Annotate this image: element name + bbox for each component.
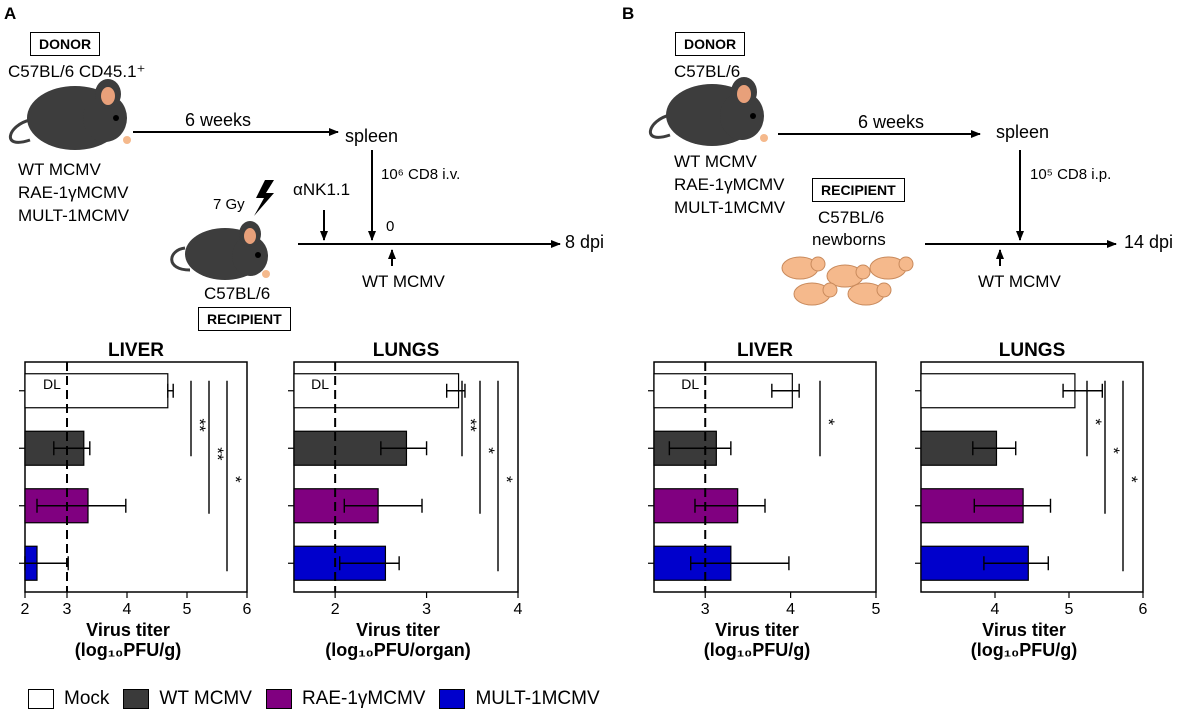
panel-b-recipient-age: newborns xyxy=(812,230,886,249)
legend-label-mult: MULT-1MCMV xyxy=(475,688,600,709)
legend-item-mult: MULT-1MCMV xyxy=(439,688,600,710)
bar xyxy=(653,373,793,409)
detection-limit-label: DL xyxy=(681,376,699,392)
panel-a-virus-2: RAE-1γMCMV xyxy=(18,183,129,202)
x-tick-label: 3 xyxy=(63,601,72,618)
panel-b-transfer: 10⁵ CD8 i.p. xyxy=(1030,166,1112,183)
x-tick-label: 4 xyxy=(786,601,795,618)
x-tick-label: 5 xyxy=(1065,601,1074,618)
panel-a-transfer: 10⁶ CD8 i.v. xyxy=(381,166,461,183)
legend-swatch-mock xyxy=(28,689,54,709)
chart-frame xyxy=(653,361,877,593)
legend-item-rae: RAE-1γMCMV xyxy=(265,688,426,710)
panel-b-weeks: 6 weeks xyxy=(858,112,925,132)
panel-b-endpoint: 14 dpi xyxy=(1124,232,1174,252)
panel-a-letter: A xyxy=(4,4,17,23)
x-axis-label-line2: (log₁₀PFU/g) xyxy=(75,640,182,660)
x-axis-label-line1: Virus titer xyxy=(982,620,1066,640)
legend-label-rae: RAE-1γMCMV xyxy=(301,688,426,709)
legend-item-wt: WT MCMV xyxy=(123,688,252,710)
panel-a-irradiation: 7 Gy xyxy=(213,196,245,213)
bar xyxy=(920,373,1076,409)
legend: Mock WT MCMV RAE-1γMCMV MULT-1MCMV xyxy=(28,688,614,710)
chart-frame xyxy=(24,361,248,593)
panel-a-spleen: spleen xyxy=(345,126,399,146)
panel-a-recipient-strain: C57BL/6 xyxy=(204,284,271,303)
x-axis-label-line2: (log₁₀PFU/g) xyxy=(704,640,811,660)
panel-a-virus-3: MULT-1MCMV xyxy=(18,206,130,225)
chart-frame xyxy=(293,361,519,593)
panel-b-recipient-label: RECIPIENT xyxy=(812,178,905,202)
panel-a-infection: WT MCMV xyxy=(362,272,445,291)
x-tick-label: 6 xyxy=(243,601,252,618)
significance-label: ** xyxy=(208,447,227,461)
significance-label: * xyxy=(479,447,498,454)
panel-a-donor-strain: C57BL/6 CD45.1⁺ xyxy=(8,62,146,81)
panel-a-donor-label: DONOR xyxy=(30,32,101,56)
panel-b-spleen: spleen xyxy=(996,122,1050,142)
newborn-mice-icon xyxy=(781,256,914,306)
x-axis-label-line1: Virus titer xyxy=(356,620,440,640)
significance-label: * xyxy=(819,419,838,426)
donor-mouse-icon xyxy=(8,79,131,150)
significance-label: ** xyxy=(461,419,480,433)
x-axis-label-line1: Virus titer xyxy=(86,620,170,640)
panel-b-virus-2: RAE-1γMCMV xyxy=(674,175,785,194)
legend-swatch-mult xyxy=(439,689,466,709)
panel-b-donor-strain: C57BL/6 xyxy=(674,62,741,81)
chart-title: LIVER xyxy=(108,340,164,361)
significance-label: * xyxy=(1122,476,1141,483)
panel-a-recipient-label: RECIPIENT xyxy=(198,307,291,331)
chart-title: LIVER xyxy=(737,340,793,361)
panel-b-virus-1: WT MCMV xyxy=(674,152,757,171)
x-tick-label: 3 xyxy=(422,601,431,618)
legend-swatch-wt xyxy=(123,689,150,709)
x-tick-label: 2 xyxy=(331,601,340,618)
x-tick-label: 4 xyxy=(514,601,523,618)
x-tick-label: 5 xyxy=(183,601,192,618)
panel-b-virus-3: MULT-1MCMV xyxy=(674,198,786,217)
x-axis-label-line1: Virus titer xyxy=(715,620,799,640)
chart-title: LUNGS xyxy=(999,340,1066,361)
x-tick-label: 4 xyxy=(123,601,132,618)
chart-frame xyxy=(920,361,1144,593)
detection-limit-label: DL xyxy=(43,376,61,392)
panel-a-weeks: 6 weeks xyxy=(185,110,252,130)
significance-label: * xyxy=(226,476,245,483)
chart-title: LUNGS xyxy=(373,340,440,361)
significance-label: ** xyxy=(190,419,209,433)
lightning-icon xyxy=(254,180,274,216)
x-tick-label: 6 xyxy=(1139,601,1148,618)
x-tick-label: 3 xyxy=(701,601,710,618)
legend-label-mock: Mock xyxy=(64,688,110,709)
panel-b-donor-label: DONOR xyxy=(675,32,746,56)
x-tick-label: 2 xyxy=(21,601,30,618)
panel-a-virus-1: WT MCMV xyxy=(18,160,101,179)
significance-label: * xyxy=(1104,447,1123,454)
x-tick-label: 5 xyxy=(872,601,881,618)
x-tick-label: 4 xyxy=(991,601,1000,618)
panel-a-endpoint: 8 dpi xyxy=(565,232,605,252)
panel-b-infection: WT MCMV xyxy=(978,272,1061,291)
panel-a-day0: 0 xyxy=(386,218,395,235)
x-axis-label-line2: (log₁₀PFU/g) xyxy=(971,640,1078,660)
legend-label-wt: WT MCMV xyxy=(159,688,252,709)
significance-label: * xyxy=(1086,419,1105,426)
legend-item-mock: Mock xyxy=(28,688,109,710)
panel-b-recipient-strain: C57BL/6 xyxy=(818,208,885,227)
donor-mouse-b-icon xyxy=(648,77,768,146)
recipient-mouse-icon xyxy=(170,221,270,280)
panel-a-antibody: αNK1.1 xyxy=(293,180,351,199)
panel-b-letter: B xyxy=(622,4,635,23)
significance-label: * xyxy=(497,476,516,483)
x-axis-label-line2: (log₁₀PFU/organ) xyxy=(325,640,471,660)
legend-swatch-rae xyxy=(265,689,292,709)
detection-limit-label: DL xyxy=(311,376,329,392)
